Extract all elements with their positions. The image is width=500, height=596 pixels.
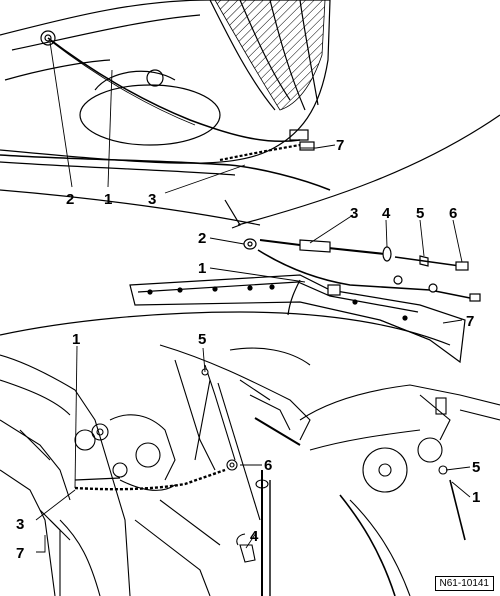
callout-bottom-5b: 5: [472, 459, 480, 476]
view-divider-top: [237, 114, 500, 226]
bottom-view-engine-bay: [0, 344, 500, 596]
exploded-view-hose-set: [129, 238, 481, 364]
callout-bottom-1: 1: [72, 331, 80, 348]
callout-exploded-1: 1: [198, 260, 206, 277]
leader-lines: [35, 41, 471, 553]
callout-exploded-6: 6: [449, 205, 457, 222]
figure-reference-number: N61-10141: [434, 576, 494, 591]
callout-top-1: 1: [104, 191, 112, 208]
callout-top-2: 2: [66, 191, 74, 208]
callout-exploded-5: 5: [416, 205, 424, 222]
callout-exploded-4: 4: [382, 205, 391, 222]
view-divider-bottom: [0, 311, 451, 346]
callout-bottom-5: 5: [198, 331, 206, 348]
callout-exploded-2: 2: [198, 230, 206, 247]
callout-bottom-7: 7: [16, 545, 24, 562]
callout-top-7: 7: [336, 137, 344, 154]
callout-bottom-6: 6: [264, 457, 272, 474]
callout-top-3: 3: [148, 191, 156, 208]
callout-bottom-1b: 1: [472, 489, 480, 506]
callout-labels-top: 2 1 3 7: [66, 137, 344, 208]
callout-labels-exploded: 3 4 5 6 2 1 7: [198, 205, 474, 330]
top-view-engine-hood: [0, 0, 331, 229]
callout-bottom-4: 4: [250, 528, 259, 545]
callout-labels-bottom: 1 5 6 3 7 4 5 1: [16, 331, 480, 562]
callout-bottom-3: 3: [16, 516, 24, 533]
callout-exploded-7: 7: [466, 313, 474, 330]
callout-exploded-3: 3: [350, 205, 358, 222]
